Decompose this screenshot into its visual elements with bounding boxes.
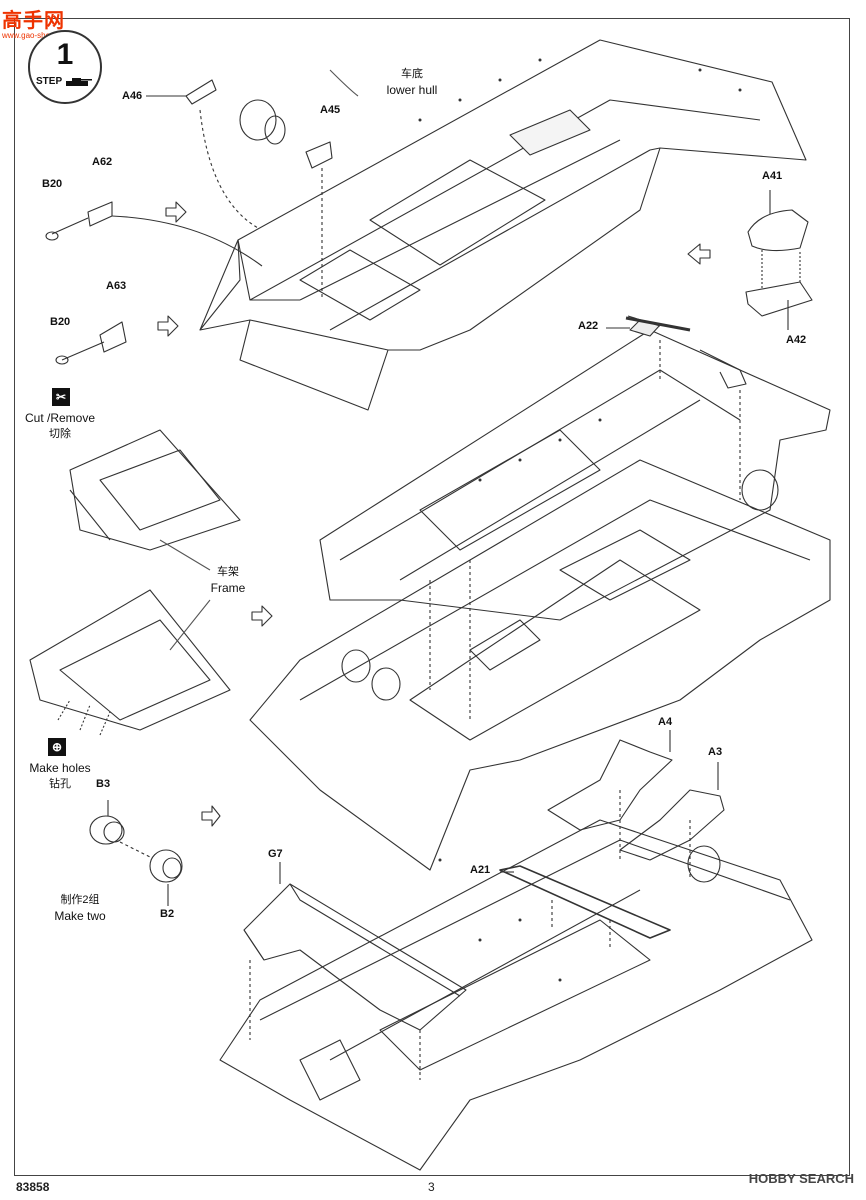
cut-remove-en: Cut /Remove: [24, 411, 96, 425]
part-a63: [99, 321, 127, 353]
frame-cn: 车架: [217, 566, 239, 578]
page-number: 3: [428, 1180, 435, 1194]
watermark: 高手网 www.gao-shou.com: [2, 4, 72, 40]
part-b2: [149, 849, 183, 883]
part-label-a62: A62: [92, 156, 113, 168]
frame-en: Frame: [210, 581, 246, 595]
part-a42: [745, 281, 813, 317]
part-b3: [89, 815, 123, 845]
cut-icon: ✂: [52, 388, 70, 406]
arrow-4: [251, 605, 273, 627]
part-wheel-top: [239, 99, 277, 141]
part-label-a41: A41: [762, 170, 783, 182]
part-a3: [619, 789, 725, 861]
part-label-a63: A63: [106, 280, 127, 292]
make-holes-cn: 钻孔: [49, 778, 71, 790]
part-label-b3: B3: [96, 778, 111, 790]
part-label-b20b: B20: [50, 316, 71, 328]
arrow-5: [201, 805, 221, 827]
drill-icon: ⊕: [48, 738, 66, 756]
tank-icon: [66, 78, 92, 86]
part-g7: [243, 883, 467, 1031]
watermark-title: 高手网: [2, 10, 65, 32]
part-label-a3: A3: [708, 746, 723, 758]
part-a62: [87, 201, 113, 227]
lower-hull-bottom: [219, 819, 813, 1171]
lower-hull-top: [199, 39, 807, 411]
part-label-a46: A46: [122, 90, 143, 102]
inset-frame: [29, 589, 231, 731]
part-label-a21: A21: [470, 864, 491, 876]
page-border: [14, 18, 850, 1176]
step-badge: 1 STEP: [28, 30, 102, 104]
part-a4: [547, 739, 673, 831]
watermark-sub: www.gao-shou.com: [2, 31, 72, 40]
part-label-a22: A22: [578, 320, 599, 332]
make-holes-en: Make holes: [29, 761, 91, 775]
part-a45: [305, 141, 333, 169]
part-label-a45: A45: [320, 104, 341, 116]
inset-cut: [69, 429, 241, 551]
part-label-b2: B2: [160, 908, 175, 920]
lower-hull-cn: 车底: [401, 68, 423, 80]
arrow-2: [157, 315, 179, 337]
part-label-a42: A42: [786, 334, 807, 346]
part-a46: [185, 79, 217, 105]
lower-hull-en: lower hull: [386, 83, 438, 97]
part-label-g7: G7: [268, 848, 283, 860]
part-label-a4: A4: [658, 716, 673, 728]
arrow-3: [687, 243, 711, 265]
arrow-1: [165, 201, 187, 223]
make-two-en: Make two: [54, 909, 106, 923]
kit-number: 83858: [16, 1180, 50, 1194]
lower-hull-middle: [249, 459, 831, 871]
cut-remove-cn: 切除: [49, 428, 71, 440]
part-a41: [747, 209, 809, 252]
part-label-b20a: B20: [42, 178, 63, 190]
part-a22: [627, 315, 747, 389]
step-label: STEP: [36, 76, 63, 87]
make-two-cn: 制作2组: [60, 894, 100, 906]
part-a21: [499, 865, 671, 939]
step-number: 1: [56, 38, 74, 71]
brand-logo: HOBBY SEARCH: [748, 1171, 854, 1186]
